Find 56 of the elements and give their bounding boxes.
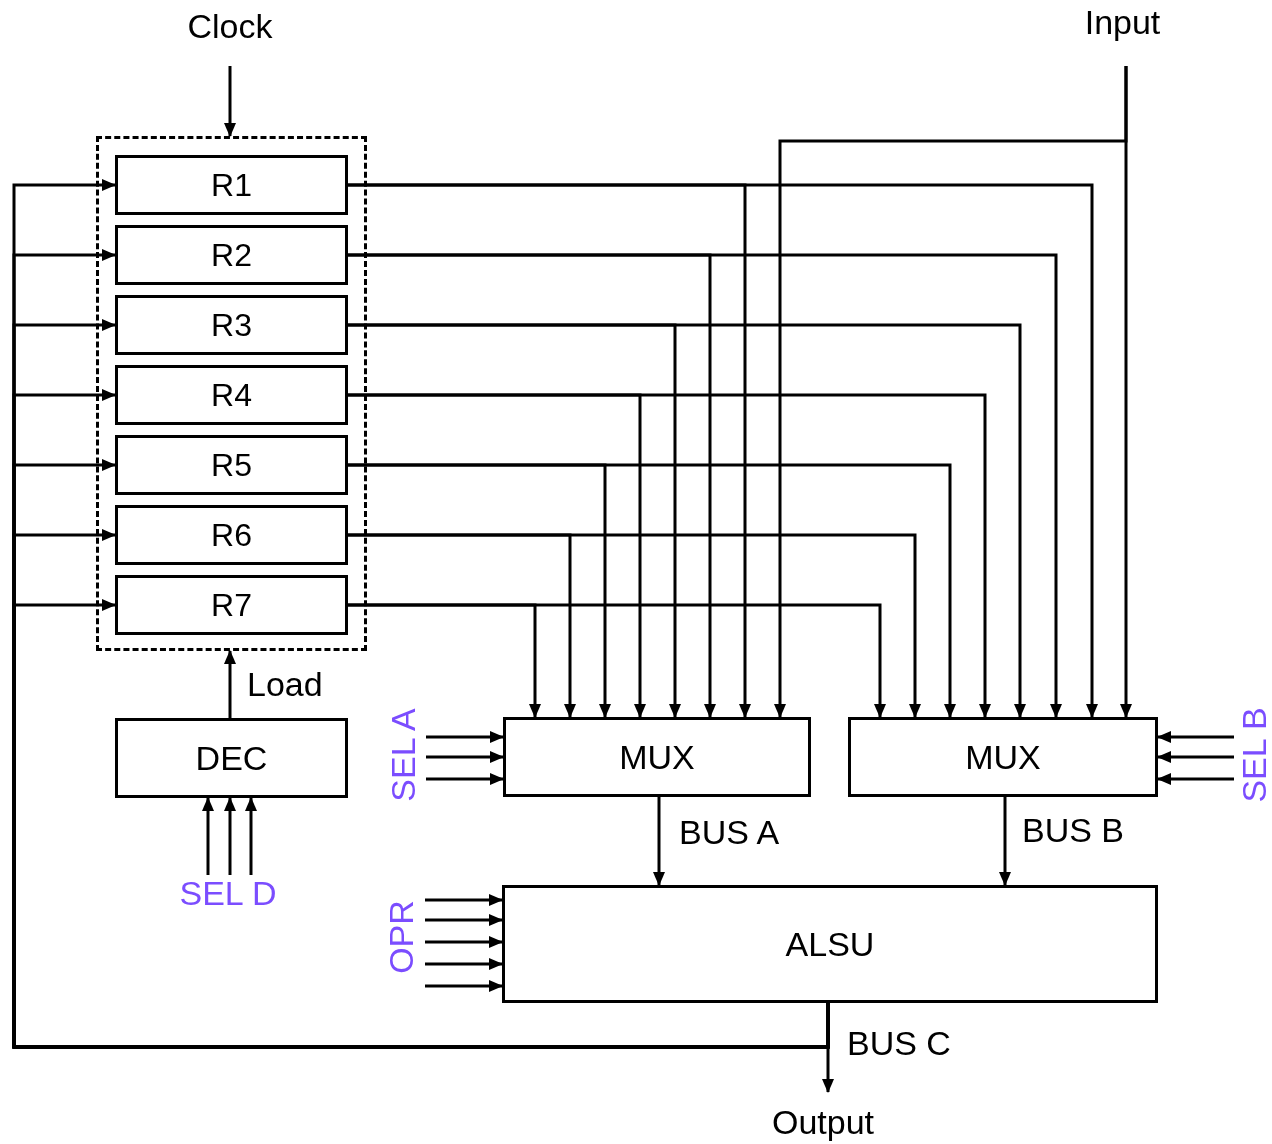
- arrow: [348, 533, 921, 718]
- box-label: DEC: [195, 738, 268, 778]
- register-box: [115, 505, 348, 565]
- arrow: [426, 751, 504, 763]
- arrow: [1120, 66, 1132, 718]
- arrow: [224, 650, 236, 718]
- arrow: [348, 393, 991, 718]
- register-file-boundary: [96, 136, 367, 651]
- arrow: [426, 731, 504, 743]
- box-label: R6: [211, 516, 252, 554]
- arrow: [425, 980, 503, 992]
- control-signal-label: OPR: [384, 900, 418, 974]
- arrow: [202, 797, 214, 875]
- box-label: R1: [211, 166, 252, 204]
- arrow: [425, 914, 503, 926]
- arrow: [425, 958, 503, 970]
- arrow: [426, 773, 504, 785]
- box-label: R2: [211, 236, 252, 274]
- arrow: [348, 463, 956, 718]
- arrow: [1157, 773, 1234, 785]
- arrow: [1157, 751, 1234, 763]
- box-label: R7: [211, 586, 252, 624]
- box-label: MUX: [619, 737, 695, 777]
- arrow: [348, 323, 1026, 718]
- box-label: ALSU: [785, 924, 875, 964]
- signal-label: Output: [755, 1100, 891, 1144]
- box-label: R5: [211, 446, 252, 484]
- register-box: [115, 295, 348, 355]
- arrow: [1157, 731, 1234, 743]
- block-box: [502, 885, 1158, 1003]
- box-label: R4: [211, 376, 252, 414]
- box-label: R3: [211, 306, 252, 344]
- box-label: MUX: [965, 737, 1041, 777]
- signal-label: Clock: [170, 4, 290, 48]
- arrow: [224, 66, 236, 137]
- control-signal-label: SEL B: [1237, 707, 1271, 803]
- block-box: [503, 717, 811, 797]
- arrow: [425, 894, 503, 906]
- register-box: [115, 155, 348, 215]
- register-box: [115, 435, 348, 495]
- arrow: [653, 797, 665, 886]
- register-box: [115, 365, 348, 425]
- arrow: [348, 253, 1062, 718]
- block-box: [848, 717, 1158, 797]
- arrow: [348, 603, 886, 718]
- register-box: [115, 575, 348, 635]
- block-box: [115, 718, 348, 798]
- arrow: [348, 183, 1098, 718]
- signal-label: Input: [1070, 0, 1175, 44]
- register-box: [115, 225, 348, 285]
- arrow: [224, 797, 236, 875]
- arrow: [425, 936, 503, 948]
- arrow: [999, 797, 1011, 886]
- control-signal-label: SEL D: [163, 873, 293, 913]
- arrow: [245, 797, 257, 875]
- control-signal-label: SEL A: [386, 708, 420, 802]
